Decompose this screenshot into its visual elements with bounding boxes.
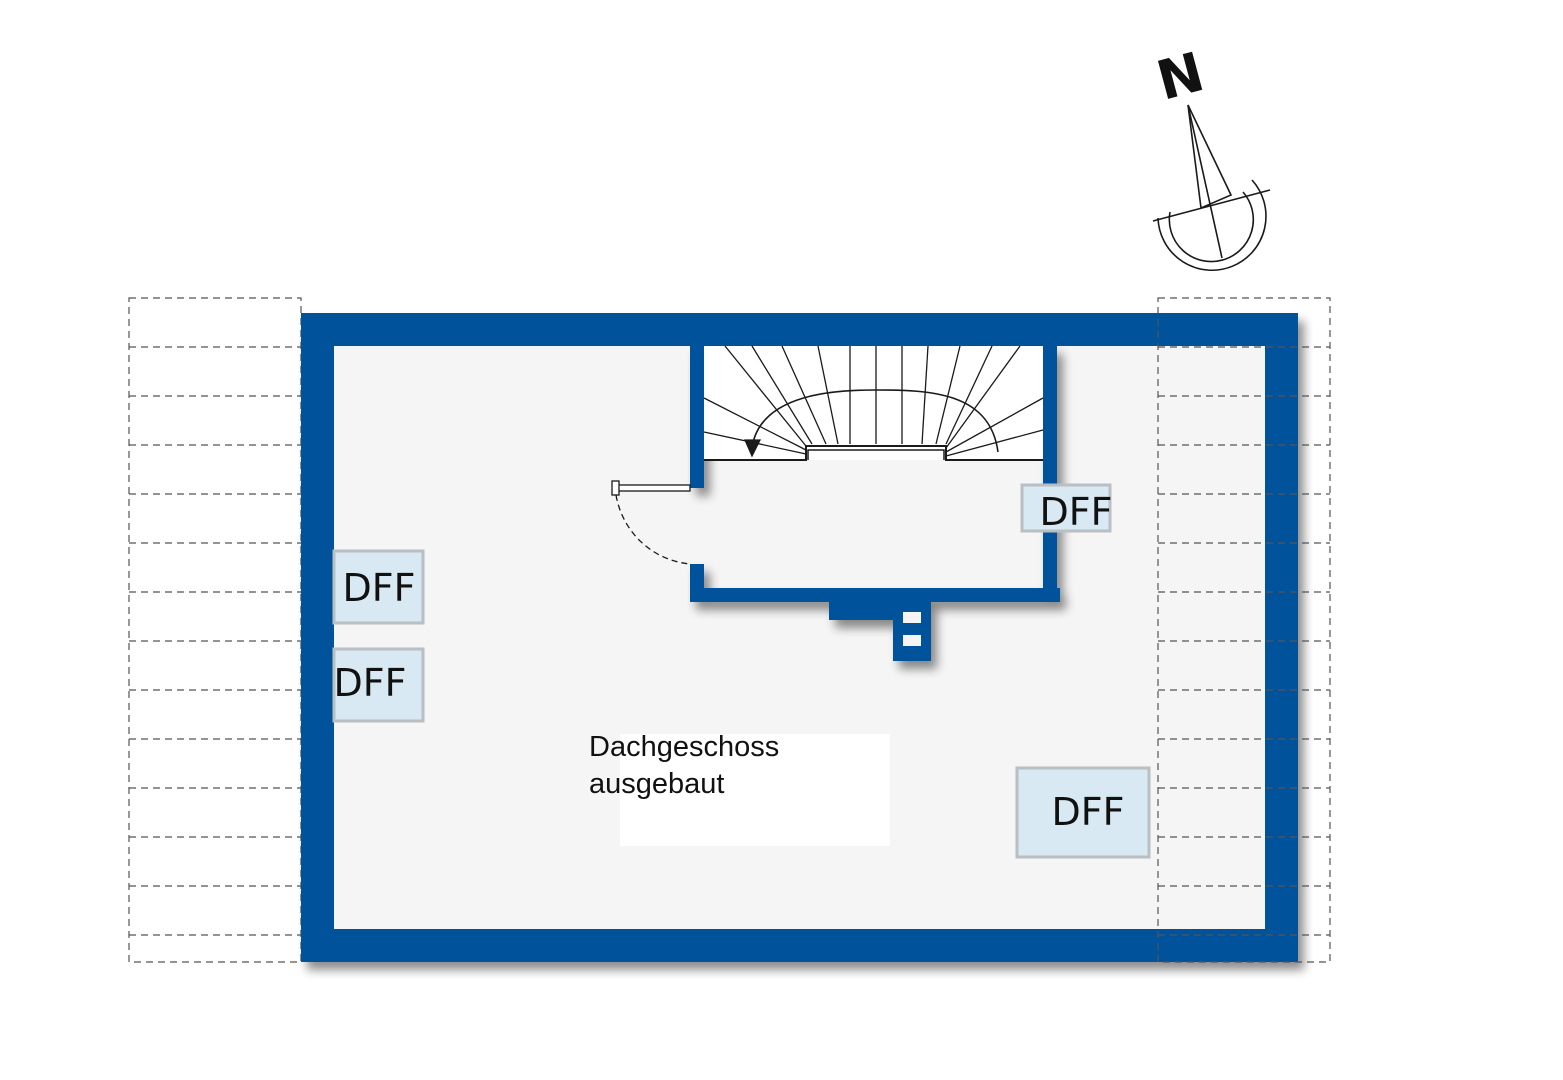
roof-window-2: DFF — [332, 549, 425, 625]
staircase — [703, 345, 1044, 461]
room-label-line1: Dachgeschoss — [589, 731, 779, 763]
roof-window-4: DFF — [1015, 766, 1151, 859]
roof-window-1: DFF — [1020, 483, 1113, 534]
room-label-background — [620, 734, 890, 846]
stair-core-walls — [690, 346, 1060, 661]
roof-overhang-right — [1157, 297, 1331, 963]
roof-window-label: DFF — [343, 566, 416, 610]
roof-overhang-left — [128, 297, 302, 963]
roof-window-label: DFF — [1052, 790, 1125, 834]
roof-window-label: DFF — [1040, 490, 1113, 534]
north-label: N — [1150, 40, 1210, 113]
staircase-icon — [703, 345, 1044, 461]
roof-window-3: DFF — [332, 647, 425, 723]
north-arrow-icon: N — [1150, 40, 1271, 271]
roof-window-label: DFF — [334, 661, 407, 705]
chimney-flues — [903, 612, 921, 646]
door — [611, 480, 691, 565]
room-label-line2: ausgebaut — [589, 768, 724, 800]
